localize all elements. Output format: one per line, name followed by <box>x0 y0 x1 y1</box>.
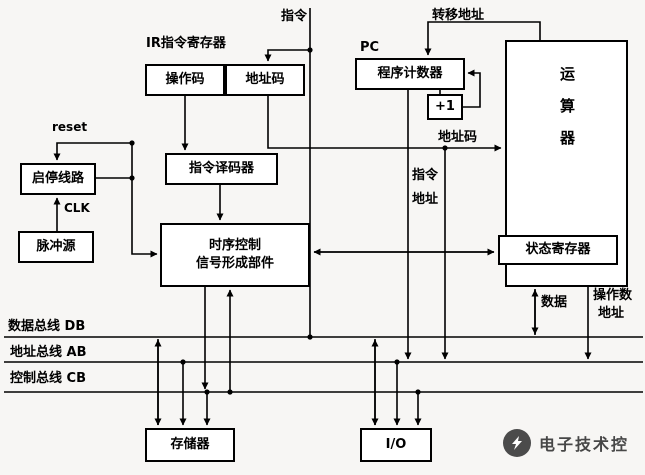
memory-box: 存储器 <box>145 428 235 462</box>
clk-label: CLK <box>64 201 90 215</box>
io-box: I/O <box>360 428 432 462</box>
operand-address-label-line2: 地址 <box>598 306 625 321</box>
arrow-reset <box>53 142 133 178</box>
reset-label: reset <box>52 120 88 134</box>
instruction-decoder-box: 指令译码器 <box>165 153 278 185</box>
arrow-timing-cb <box>201 287 234 392</box>
pc-title-label: PC <box>360 40 380 55</box>
address-code-signal-label: 地址码 <box>438 130 478 145</box>
control-bus-label: 控制总线 CB <box>10 371 86 386</box>
opcode-register-box: 操作码 <box>145 64 225 96</box>
address-code-register-box: 地址码 <box>225 64 305 96</box>
arrow-address-code <box>267 96 502 360</box>
operand-address-label-line1: 操作数 <box>593 288 633 303</box>
address-bus-label: 地址总线 AB <box>10 345 87 360</box>
watermark: 电子技术控 <box>503 424 643 462</box>
alu-label: 运算器 <box>558 66 576 162</box>
branch-address-label: 转移地址 <box>432 8 485 23</box>
start-stop-circuit-box: 启停线路 <box>20 163 96 195</box>
arrow-branch-address <box>424 21 541 56</box>
plus-one-box: +1 <box>427 94 463 120</box>
junction-dots <box>129 47 448 395</box>
arrow-pc-increment <box>439 69 481 108</box>
arrow-io-links <box>371 339 422 426</box>
timing-control-box: 时序控制 信号形成部件 <box>160 223 310 287</box>
status-register-box: 状态寄存器 <box>498 235 618 265</box>
watermark-logo-icon <box>503 429 531 457</box>
timing-control-line1: 时序控制 <box>208 238 261 254</box>
instruction-address-label-line1: 指令 <box>412 168 439 183</box>
data-signal-label: 数据 <box>541 295 568 310</box>
instruction-address-label-line2: 地址 <box>412 192 439 207</box>
arrow-instruction <box>264 8 311 335</box>
watermark-text: 电子技术控 <box>539 435 630 454</box>
ir-title-label: IR指令寄存器 <box>146 36 226 51</box>
timing-control-line2: 信号形成部件 <box>195 256 274 271</box>
program-counter-box: 程序计数器 <box>355 58 465 90</box>
instruction-label: 指令 <box>281 9 308 24</box>
data-bus-label: 数据总线 DB <box>8 319 86 334</box>
pulse-source-box: 脉冲源 <box>18 231 94 263</box>
arrow-startstop-to-timing <box>96 177 158 258</box>
bus-lines <box>4 336 643 393</box>
arrow-memory-links <box>154 339 211 426</box>
